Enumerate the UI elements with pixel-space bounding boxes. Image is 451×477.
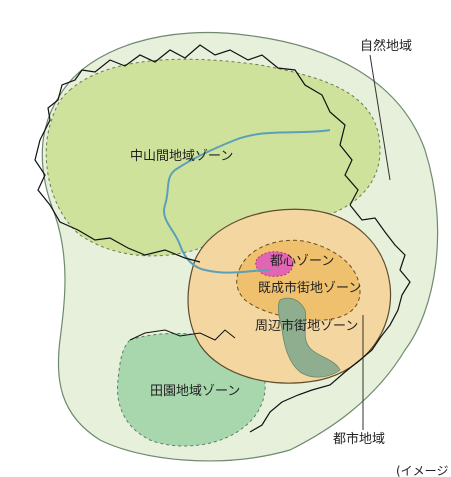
river (163, 129, 331, 274)
boundary-line-west (34, 139, 201, 263)
mountain-zone-area (45, 58, 381, 257)
boundary-line-south (249, 359, 361, 433)
label-city-center-zone: 都心ゾーン (270, 254, 334, 269)
natural-area-leader (369, 54, 391, 181)
label-existing-urban-zone: 既成市街地ゾーン (258, 280, 361, 296)
label-peripheral-urban-zone: 周辺市街地ゾーン (255, 318, 358, 334)
label-mountain-zone: 中山間地域ゾーン (130, 149, 233, 164)
label-natural-area: 自然地域 (360, 38, 412, 54)
label-rural-zone: 田園地域ゾーン (150, 384, 240, 399)
boundary-line-rural (129, 329, 236, 341)
label-urban-area: 都市地域 (333, 431, 385, 447)
image-note: (イメージ (396, 464, 448, 477)
green-corridor (277, 297, 341, 378)
boundary-line-north (39, 44, 359, 206)
boundary-line-east (349, 204, 411, 361)
